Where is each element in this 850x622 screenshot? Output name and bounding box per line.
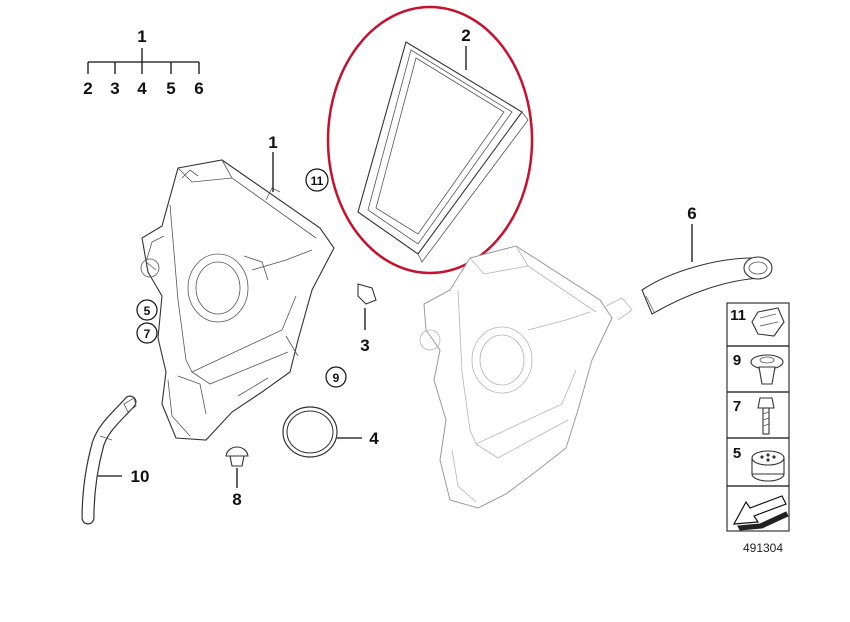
tree-child-label: 2 <box>83 79 92 98</box>
svg-text:5: 5 <box>144 304 151 318</box>
clip-part[interactable] <box>357 283 377 305</box>
air-filter-housing[interactable] <box>140 159 335 441</box>
hardware-panel: 11 9 7 5 <box>726 302 790 532</box>
assembled-housing-ghost <box>419 245 633 509</box>
housing-label: 1 <box>268 133 277 152</box>
panel-label-5: 5 <box>733 445 741 462</box>
bolt-icon <box>757 397 775 435</box>
assembly-tree: 1 2 3 4 5 6 <box>83 27 203 98</box>
seal-ring[interactable] <box>282 406 338 458</box>
air-filter-element[interactable] <box>357 41 529 263</box>
seal-label: 4 <box>369 429 379 448</box>
tree-child-label: 4 <box>137 79 147 98</box>
panel-label-7: 7 <box>733 398 741 415</box>
clip-fastener-icon <box>751 307 785 337</box>
clip-label: 3 <box>360 336 369 355</box>
hose-label: 10 <box>131 467 150 486</box>
tree-child-label: 5 <box>166 79 175 98</box>
cap-part[interactable] <box>225 446 249 467</box>
intake-duct[interactable] <box>641 256 773 315</box>
reference-number: 491304 <box>743 541 783 555</box>
hose-part[interactable] <box>81 395 137 525</box>
highlight-ring <box>326 5 534 275</box>
tree-root-label: 1 <box>137 27 146 46</box>
svg-text:7: 7 <box>144 327 151 341</box>
tree-child-label: 6 <box>194 79 203 98</box>
panel-label-11: 11 <box>730 307 746 324</box>
cap-label: 8 <box>232 490 241 509</box>
callout-11: 11 <box>305 168 329 192</box>
rubber-grommet-icon <box>751 450 785 482</box>
svg-text:9: 9 <box>333 371 340 385</box>
expansion-nut-icon <box>750 354 784 385</box>
filter-label: 2 <box>461 26 470 45</box>
callout-9: 9 <box>325 366 347 388</box>
panel-label-9: 9 <box>733 352 741 369</box>
arrow-down-left-icon <box>732 495 789 531</box>
duct-label: 6 <box>687 204 696 223</box>
tree-child-label: 3 <box>110 79 119 98</box>
svg-text:11: 11 <box>311 174 324 188</box>
callout-7: 7 <box>136 322 158 344</box>
callout-5: 5 <box>136 299 158 321</box>
